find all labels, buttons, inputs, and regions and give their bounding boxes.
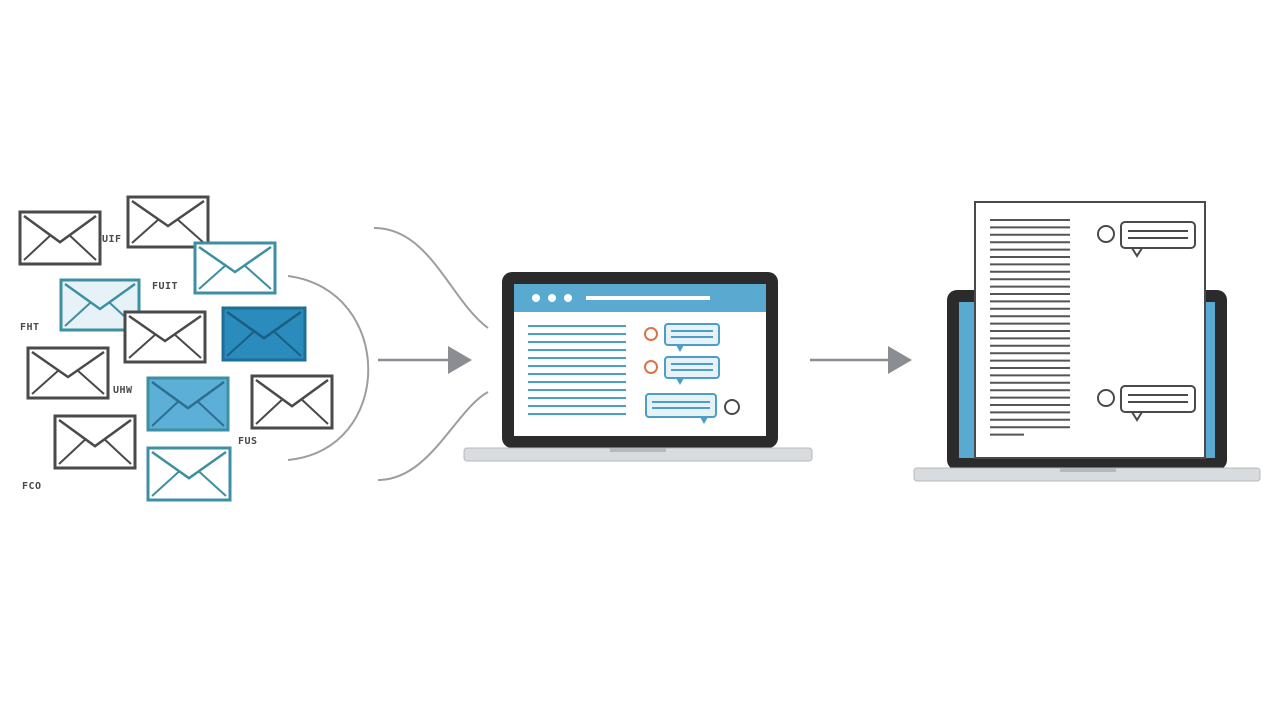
envelope-icon — [26, 346, 110, 400]
envelope-icon — [146, 376, 230, 432]
screen-text-lines — [528, 325, 626, 415]
envelope-icon — [193, 241, 277, 295]
envelope-icon — [53, 414, 137, 470]
envelope-label: UIF — [102, 234, 122, 245]
document-text-lines — [990, 219, 1070, 436]
envelope-icon — [146, 446, 232, 502]
arrow-to-output — [810, 346, 912, 374]
envelope-label: FCO — [22, 481, 42, 492]
envelope-icon — [221, 306, 307, 362]
envelope-label: FHT — [20, 322, 40, 333]
envelope-icon — [123, 310, 207, 364]
envelope-icon — [250, 374, 334, 430]
processing-laptop-icon — [463, 272, 813, 462]
envelope-labels: FHT FUIT UIF FUS UHW FCO — [20, 234, 258, 492]
arrow-to-processing — [378, 346, 472, 374]
funnel-curve-top — [373, 227, 489, 329]
envelope-label: UHW — [113, 385, 133, 396]
funnel-curve-bottom — [377, 391, 489, 481]
envelope-label: FUIT — [152, 281, 178, 292]
output-document-icon — [974, 201, 1206, 459]
envelope-icon — [126, 195, 210, 249]
envelope-icon — [18, 210, 102, 266]
envelope-icon — [59, 278, 141, 332]
gather-curve — [287, 275, 370, 461]
envelope-cluster — [18, 195, 334, 502]
envelope-label: FUS — [238, 436, 258, 447]
